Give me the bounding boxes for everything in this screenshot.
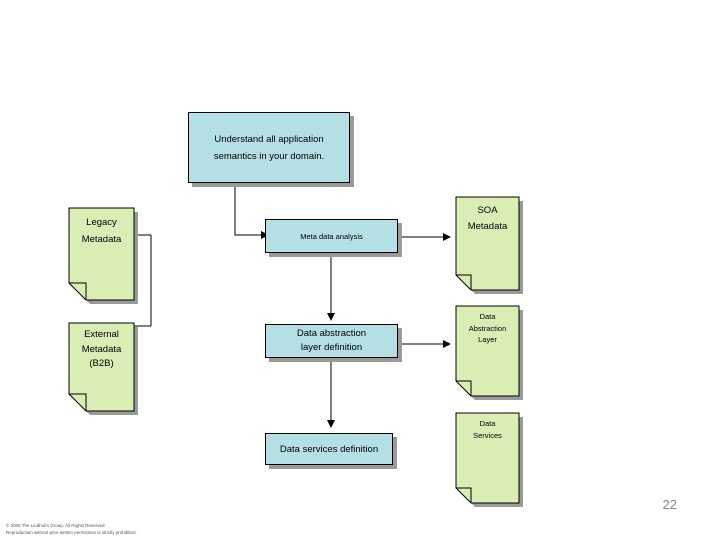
data-abstraction-box: Data abstraction layer definition — [265, 324, 398, 358]
meta-data-analysis-label: Meta data analysis — [300, 231, 363, 241]
data-services-document: Data Services — [455, 412, 523, 507]
reproduction-notice: Reproduction without prior written permi… — [6, 530, 137, 535]
understand-semantics-label: Understand all application semantics in … — [213, 133, 325, 162]
data-services-definition-box: Data services definition — [265, 433, 393, 465]
data-abstraction-layer-label: Data Abstraction Layer — [468, 312, 507, 344]
understand-semantics-box: Understand all application semantics in … — [188, 112, 350, 183]
legacy-metadata-label: Legacy Metadata — [81, 217, 122, 245]
external-metadata-label: External Metadata (B2B) — [81, 329, 122, 369]
soa-metadata-document: SOA Metadata — [455, 196, 523, 294]
data-abstraction-layer-document: Data Abstraction Layer — [455, 305, 523, 400]
external-metadata-document: External Metadata (B2B) — [68, 322, 138, 415]
copyright-line: © 2006 The Lindholm Group. All Rights Re… — [6, 523, 106, 528]
meta-data-analysis-box: Meta data analysis — [265, 219, 398, 253]
legacy-metadata-document: Legacy Metadata — [68, 207, 138, 304]
page-number: 22 — [662, 497, 677, 512]
data-services-label: Data Services — [473, 419, 502, 440]
data-services-definition-label: Data services definition — [279, 443, 379, 455]
data-abstraction-label: Data abstraction layer definition — [296, 328, 367, 353]
connector-top-to-step1 — [234, 183, 269, 239]
soa-metadata-label: SOA Metadata — [467, 205, 508, 232]
